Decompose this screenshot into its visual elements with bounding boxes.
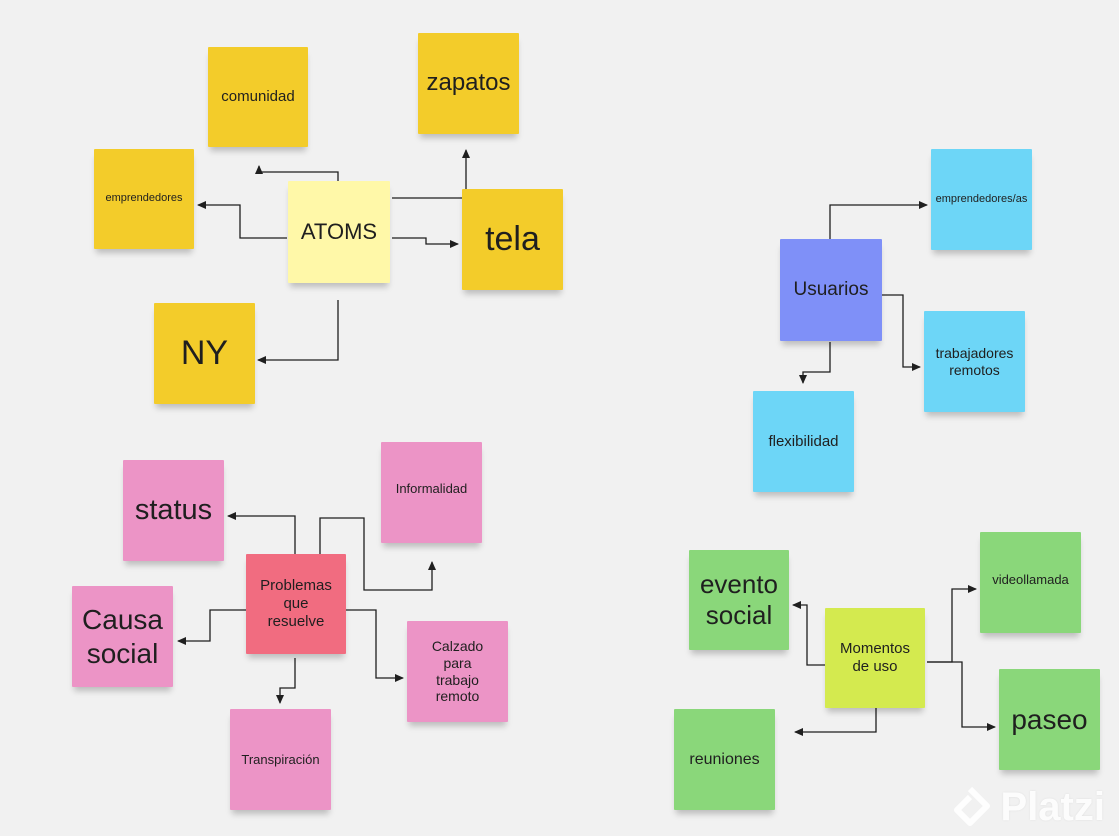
connector-momentos-evento [792,601,825,666]
connector-usuarios-flexibilidad [799,342,831,384]
connector-momentos-videollamada [927,585,977,663]
note-comunidad[interactable]: comunidad [208,47,308,147]
note-usuarios-center[interactable]: Usuarios [780,239,882,341]
note-momentos-center[interactable]: Momentos de uso [825,608,925,708]
note-informalidad[interactable]: Informalidad [381,442,482,543]
connector-atoms-zapatos [392,149,470,199]
note-reuniones[interactable]: reuniones [674,709,775,810]
note-transpiracion[interactable]: Transpiración [230,709,331,810]
note-flexibilidad[interactable]: flexibilidad [753,391,854,492]
note-atoms-center[interactable]: ATOMS [288,181,390,283]
note-zapatos[interactable]: zapatos [418,33,519,134]
note-problemas-center[interactable]: Problemas que resuelve [246,554,346,654]
connector-momentos-paseo [927,661,996,731]
note-emprendedoras[interactable]: emprendedores/as [931,149,1032,250]
connector-problemas-status [227,512,296,555]
note-trabajadores-remotos[interactable]: trabajadores remotos [924,311,1025,412]
connector-problemas-transpiracion [276,658,296,704]
note-ny[interactable]: NY [154,303,255,404]
note-videollamada[interactable]: videollamada [980,532,1081,633]
note-paseo[interactable]: paseo [999,669,1100,770]
connector-usuarios-emprendedores [829,201,928,242]
connector-atoms-tela [392,237,459,248]
connector-problemas-calzado [346,609,404,682]
connector-problemas-causa [177,609,246,645]
connector-usuarios-trabajadores [882,294,921,371]
note-emprendedores[interactable]: emprendedores [94,149,194,249]
connector-atoms-emprendedores [197,201,287,239]
note-evento-social[interactable]: evento social [689,550,789,650]
connector-momentos-reuniones [794,708,877,736]
note-tela[interactable]: tela [462,189,563,290]
connector-atoms-ny [257,300,339,364]
watermark-text: Platzi [1000,784,1105,829]
platzi-watermark: Platzi [947,784,1105,830]
note-status[interactable]: status [123,460,224,561]
platzi-logo-icon [953,786,990,826]
note-calzado[interactable]: Calzado para trabajo remoto [407,621,508,722]
note-causa-social[interactable]: Causa social [72,586,173,687]
